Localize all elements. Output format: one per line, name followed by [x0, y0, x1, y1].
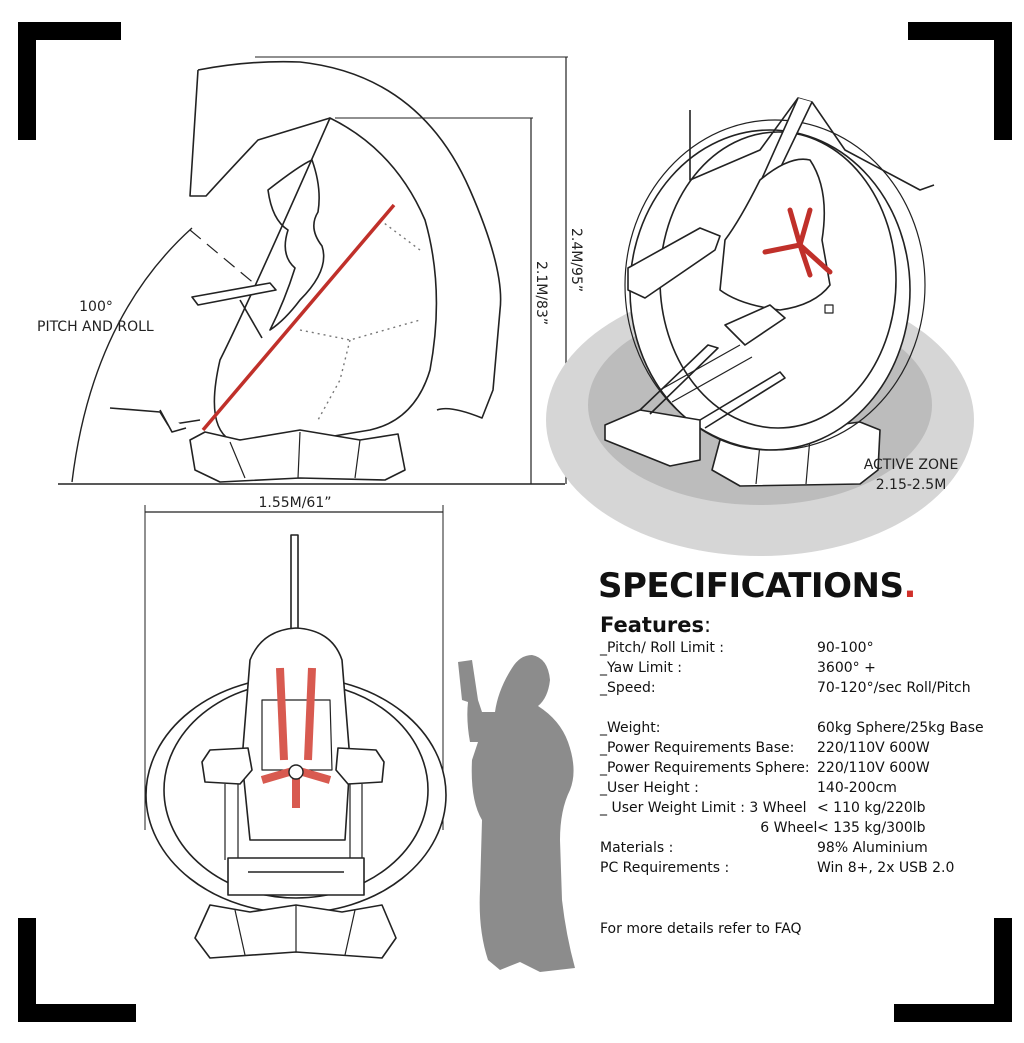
spec-value: 98% Aluminium: [817, 840, 928, 856]
frame-corner-top-right: [908, 22, 1012, 40]
features-heading: Features:: [600, 613, 711, 637]
side-handle: [191, 282, 277, 306]
spec-row-speed: _Speed: 70-120°/sec Roll/Pitch: [600, 680, 1000, 700]
spec-value: < 135 kg/300lb: [817, 820, 926, 836]
side-view-drawing: [58, 56, 568, 485]
spec-row-power-sphere: _Power Requirements Sphere: 220/110V 600W: [600, 760, 1000, 780]
pitch-roll-label: PITCH AND ROLL: [37, 319, 154, 335]
spec-label: _Speed:: [600, 680, 656, 696]
front-arm-pad-left: [201, 747, 253, 785]
active-zone-title: ACTIVE ZONE: [863, 457, 959, 473]
spec-value: 3600° +: [817, 660, 876, 676]
frame-corner-bottom-right: [894, 1004, 1012, 1022]
spec-row-weight: _Weight: 60kg Sphere/25kg Base: [600, 720, 1000, 740]
outer-height-label: 2.4M/95”: [568, 228, 584, 293]
specifications-title: SPECIFICATIONS.: [598, 566, 916, 606]
panel-seams: [299, 219, 421, 421]
spec-value: 220/110V 600W: [817, 740, 930, 756]
pitch-roll-angle-label: 100°: [79, 299, 113, 315]
canopy-shell: [189, 60, 502, 419]
sphere-outline: [213, 117, 438, 441]
side-foot-joystick: [109, 407, 201, 426]
human-silhouette: [458, 655, 575, 972]
spec-label: _ User Weight Limit : 3 Wheel: [600, 800, 807, 816]
spec-value: Win 8+, 2x USB 2.0: [817, 860, 955, 876]
frame-corner-top-right: [994, 22, 1012, 140]
spec-label: _Yaw Limit :: [600, 660, 682, 676]
perspective-harness: [762, 207, 833, 278]
features-heading-text: Features: [600, 613, 704, 637]
perspective-arm-pad-right: [724, 304, 786, 346]
frame-corner-top-left: [18, 22, 121, 40]
spec-value: < 110 kg/220lb: [817, 800, 926, 816]
spec-row-weight-limit-3-wheel: _ User Weight Limit : 3 Wheel < 110 kg/22…: [600, 800, 1000, 820]
pitch-reference-line: [189, 229, 263, 291]
front-arm-pad-right: [335, 747, 385, 785]
perspective-arm-pad-left: [627, 227, 721, 299]
roll-axis-line: [201, 203, 396, 432]
perspective-seat: [719, 158, 831, 311]
spec-row-user-height: _User Height : 140-200cm: [600, 780, 1000, 800]
spec-value: 90-100°: [817, 640, 874, 656]
inner-height-label: 2.1M/83”: [533, 261, 549, 326]
front-seat: [241, 627, 351, 841]
specifications-title-text: SPECIFICATIONS: [598, 566, 904, 606]
spec-row-yaw: _Yaw Limit : 3600° +: [600, 660, 1000, 680]
front-view-drawing: [144, 505, 447, 959]
spec-row-weight-limit-6-wheel: 6 Wheel< 135 kg/300lb: [600, 820, 1000, 840]
harness-buckle: [288, 764, 304, 780]
frame-corner-top-left: [18, 22, 36, 140]
specifications-title-dot: .: [903, 566, 916, 606]
spec-label: _Weight:: [600, 720, 661, 736]
spec-label: _Power Requirements Base:: [600, 740, 795, 756]
spec-value: 70-120°/sec Roll/Pitch: [817, 680, 971, 696]
pitch-arc: [71, 227, 193, 483]
spec-label: _Power Requirements Sphere:: [600, 760, 810, 776]
spec-value: 220/110V 600W: [817, 760, 930, 776]
spec-row-materials: Materials : 98% Aluminium: [600, 840, 1000, 860]
spec-label: 6 Wheel: [600, 820, 818, 836]
active-zone-value: 2.15-2.5M: [875, 477, 947, 493]
frame-corner-bottom-left: [18, 918, 36, 1022]
spec-row-pc-requirements: PC Requirements : Win 8+, 2x USB 2.0: [600, 860, 1000, 880]
features-heading-colon: :: [704, 613, 712, 637]
seat-back: [267, 159, 325, 331]
width-label: 1.55M/61”: [258, 495, 332, 511]
side-base: [189, 429, 406, 483]
perspective-view-drawing: [604, 97, 935, 487]
spec-label: _Pitch/ Roll Limit :: [600, 640, 725, 656]
spec-label: Materials :: [600, 840, 674, 856]
faq-note: For more details refer to FAQ: [600, 921, 802, 937]
frame-corner-bottom-right: [994, 918, 1012, 1022]
spec-value: 140-200cm: [817, 780, 897, 796]
frame-corner-bottom-left: [18, 1004, 136, 1022]
spec-row-pitch-roll: _Pitch/ Roll Limit : 90-100°: [600, 640, 1000, 660]
spec-value: 60kg Sphere/25kg Base: [817, 720, 984, 736]
spec-label: _User Height :: [600, 780, 699, 796]
spec-label: PC Requirements :: [600, 860, 730, 876]
spec-row-power-base: _Power Requirements Base: 220/110V 600W: [600, 740, 1000, 760]
